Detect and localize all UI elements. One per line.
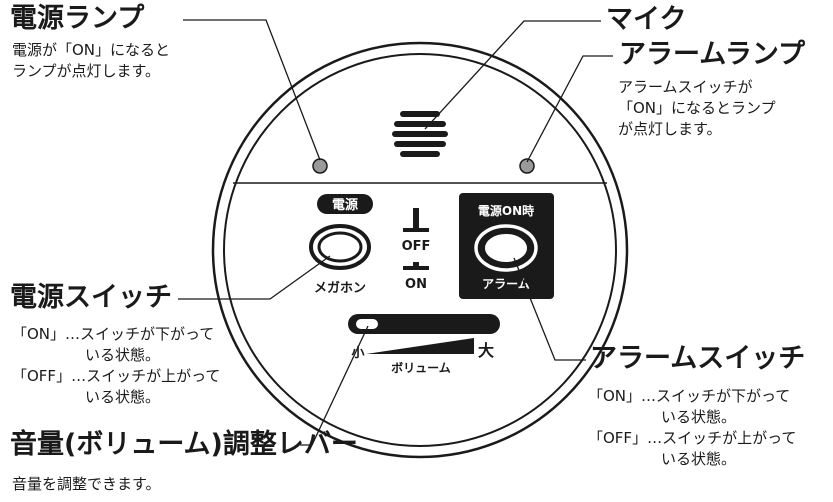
- volume-large-label: 大: [478, 341, 494, 360]
- alarm-switch-desc-line: 「ON」…スイッチが下がって: [588, 387, 791, 405]
- power-switch-desc: 「ON」…スイッチが下がって いる状態。 「OFF」…スイッチが上がって いる状…: [12, 324, 220, 408]
- power-lamp-desc-line: ランプが点灯します。: [12, 62, 161, 80]
- volume-knob: [356, 319, 378, 329]
- leader-alarm-switch: [513, 257, 586, 361]
- leader-power-switch: [178, 255, 331, 300]
- power-switch-desc-line: 「OFF」…スイッチが上がって: [12, 367, 221, 385]
- alarm-label: アラーム: [482, 277, 530, 291]
- power-switch-desc-line: 「ON」…スイッチが下がって: [12, 325, 215, 343]
- power-switch-desc-line: いる状態。: [85, 388, 161, 406]
- power-lamp-desc-line: 電源が「ON」になると: [12, 41, 171, 59]
- on-label: ON: [405, 277, 427, 292]
- alarm-lamp: [519, 158, 535, 174]
- megaphone-label: メガホン: [314, 281, 366, 296]
- power-badge: [317, 194, 373, 214]
- volume-lever-desc-line: 音量を調整できます。: [12, 475, 161, 493]
- leader-power-lamp: [183, 19, 321, 161]
- inner-ring: [223, 53, 617, 447]
- leader-mic: [424, 20, 601, 130]
- volume-track: [348, 314, 500, 334]
- volume-lever-title: 音量(ボリューム)調整レバー: [10, 429, 358, 460]
- mic-title: マイク: [606, 4, 687, 35]
- alarm-switch-desc: 「ON」…スイッチが下がって いる状態。 「OFF」…スイッチが上がって いる状…: [588, 386, 796, 470]
- leader-alarm-lamp: [526, 55, 613, 163]
- alarm-switch-desc-line: 「OFF」…スイッチが上がって: [588, 429, 797, 447]
- volume-lever-desc: 音量を調整できます。: [12, 474, 161, 495]
- power-badge-text: 電源: [332, 197, 358, 213]
- leader-volume: [300, 325, 369, 446]
- volume-wedge: [366, 338, 474, 354]
- power-switch-desc-line: いる状態。: [85, 346, 161, 364]
- alarm-switch-desc-line: いる状態。: [661, 408, 737, 426]
- alarm-lamp-desc-line: 「ON」になるとランプ: [618, 99, 776, 117]
- power-lamp-desc: 電源が「ON」になると ランプが点灯します。: [12, 40, 170, 82]
- power-lamp: [312, 158, 328, 174]
- on-indicator: [403, 266, 429, 270]
- alarm-lamp-desc-line: アラームスイッチが: [618, 78, 753, 96]
- power-switch-knob: [317, 231, 363, 263]
- volume-small-label: 小: [351, 346, 364, 361]
- power-on-time-label: 電源ON時: [478, 203, 534, 218]
- off-label: OFF: [402, 239, 431, 254]
- mic-grille: [392, 111, 448, 157]
- leader-lines: [178, 19, 613, 446]
- power-lamp-title: 電源ランプ: [10, 3, 145, 34]
- alarm-switch-title: アラームスイッチ: [590, 343, 806, 374]
- power-switch-title: 電源スイッチ: [10, 282, 172, 313]
- alarm-switch-desc-line: いる状態。: [661, 450, 737, 468]
- off-indicator: [413, 208, 419, 230]
- alarm-switch-knob: [483, 232, 529, 264]
- alarm-lamp-desc-line: が点灯します。: [618, 120, 722, 138]
- alarm-lamp-desc: アラームスイッチが 「ON」になるとランプ が点灯します。: [618, 77, 776, 140]
- volume-label: ボリューム: [391, 360, 451, 375]
- alarm-lamp-title: アラームランプ: [619, 39, 806, 70]
